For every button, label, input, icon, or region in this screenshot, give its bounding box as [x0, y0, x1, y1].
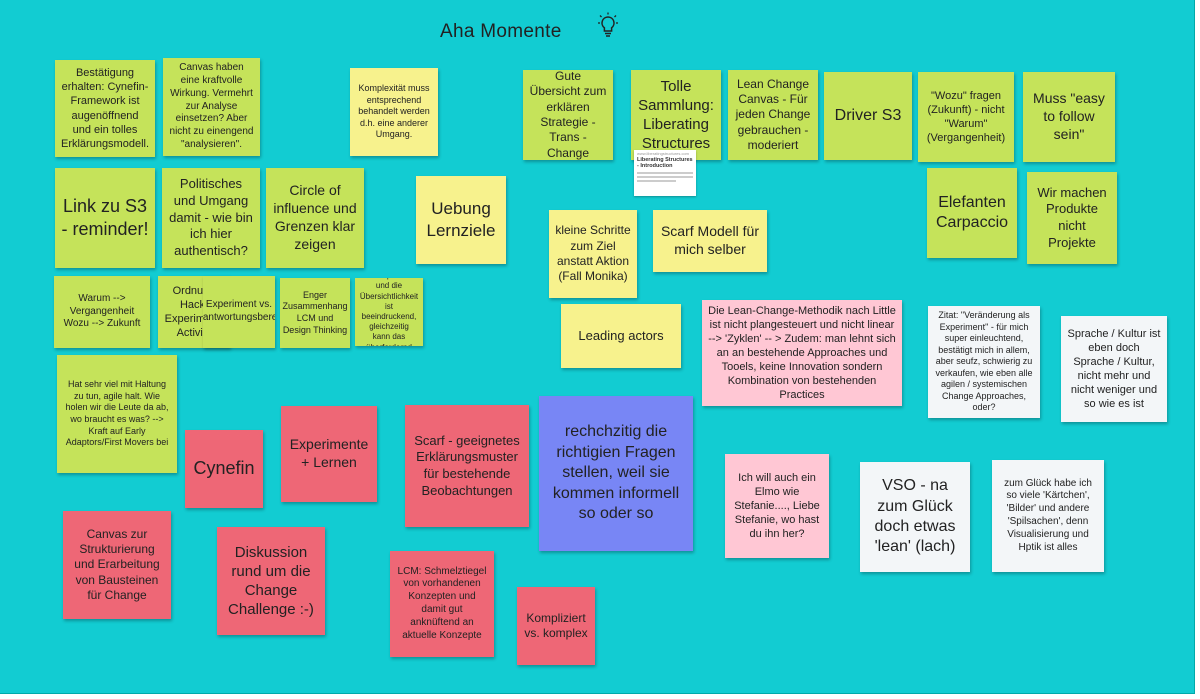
note-text: Leading actors	[578, 327, 664, 343]
link-card-text-placeholder	[637, 171, 693, 174]
sticky-note[interactable]: Kompliziert vs. komplex	[517, 587, 595, 665]
sticky-note[interactable]: Lean Change Canvas - Für jeden Change ge…	[728, 70, 818, 160]
link-card-site: www.liberatingstructures.com	[637, 151, 690, 156]
sticky-note[interactable]: Gute Übersicht zum erklären Strategie - …	[523, 70, 613, 160]
note-text: LCM: Schmelztiegel von vorhandenen Konze…	[397, 565, 487, 641]
note-text: Driver S3	[834, 106, 902, 124]
sticky-note[interactable]: kleine Schritte zum Ziel anstatt Aktion …	[549, 210, 637, 298]
sticky-note[interactable]: Scarf Modell für mich selber	[653, 210, 767, 272]
sticky-note[interactable]: Warum --> Vergangenheit Wozu --> Zukunft	[54, 276, 150, 348]
note-text: Zitat: "Veränderung als Experiment" - fü…	[935, 310, 1033, 413]
sticky-note[interactable]: Politisches und Umgang damit - wie bin i…	[162, 168, 260, 268]
sticky-note[interactable]: Scarf - geeignetes Erklärungsmuster für …	[405, 405, 529, 527]
sticky-note[interactable]: Enger Zusammenhang LCM und Design Thinki…	[280, 278, 350, 348]
note-text: Experimente + Lernen	[289, 436, 369, 470]
note-text: "Wozu" fragen (Zukunft) - nicht "Warum" …	[926, 89, 1006, 145]
sticky-note[interactable]: Canvas zur Strukturierung und Erarbeitun…	[63, 511, 171, 619]
sticky-note[interactable]: Elefanten Carpaccio	[927, 168, 1017, 258]
sticky-note[interactable]: zum Glück habe ich so viele 'Kärtchen', …	[992, 460, 1104, 572]
sticky-note[interactable]: Muss "easy to follow sein"	[1023, 72, 1115, 162]
note-text: Muss "easy to follow sein"	[1033, 90, 1105, 142]
note-text: Hat sehr viel mit Haltung zu tun, agile …	[65, 379, 169, 448]
note-text: Link zu S3 - reminder!	[61, 195, 149, 239]
sticky-note[interactable]: Die hohe Transparenz und die Übersichtli…	[355, 278, 423, 346]
sticky-note[interactable]: Komplexität muss entsprechend behandelt …	[350, 68, 438, 156]
sticky-note[interactable]: Sprache / Kultur ist eben doch Sprache /…	[1061, 316, 1167, 422]
sticky-note[interactable]: Tolle Sammlung: Liberating Structures	[631, 70, 721, 160]
sticky-note[interactable]: Wir machen Produkte nicht Projekte	[1027, 172, 1117, 264]
link-card-text-placeholder	[637, 179, 677, 182]
note-text: Politisches und Umgang damit - wie bin i…	[169, 176, 253, 258]
sticky-note[interactable]: Leading actors	[561, 304, 681, 368]
sticky-note[interactable]: VSO - na zum Glück doch etwas 'lean' (la…	[860, 462, 970, 572]
sticky-note[interactable]: Ich will auch ein Elmo wie Stefanie....,…	[725, 454, 829, 558]
sticky-note[interactable]: Cynefin	[185, 430, 263, 508]
note-text: VSO - na zum Glück doch etwas 'lean' (la…	[874, 477, 956, 556]
note-text: Canvas zur Strukturierung und Erarbeitun…	[74, 526, 160, 603]
note-text: Kompliziert vs. komplex	[524, 610, 588, 640]
note-text: Die hohe Transparenz und die Übersichtli…	[359, 278, 419, 346]
note-text: Uebung Lernziele	[426, 199, 496, 240]
note-text: Lean Change Canvas - Für jeden Change ge…	[735, 76, 811, 153]
note-text: Komplexität muss entsprechend behandelt …	[358, 83, 430, 140]
sticky-note[interactable]: Canvas haben eine kraftvolle Wirkung. Ve…	[163, 58, 260, 156]
note-text: Canvas haben eine kraftvolle Wirkung. Ve…	[169, 62, 254, 150]
note-text: rechchzitig die richtigien Fragen stelle…	[552, 423, 680, 523]
note-text: Scarf Modell für mich selber	[660, 223, 760, 257]
sticky-note[interactable]: "Wozu" fragen (Zukunft) - nicht "Warum" …	[918, 72, 1014, 162]
sticky-note[interactable]: Die Lean-Change-Methodik nach Little ist…	[702, 300, 902, 406]
sticky-note[interactable]: Hat sehr viel mit Haltung zu tun, agile …	[57, 355, 177, 473]
note-text: zum Glück habe ich so viele 'Kärtchen', …	[1004, 477, 1092, 553]
lightbulb-icon	[598, 12, 618, 37]
link-card-text-placeholder	[637, 175, 693, 178]
note-text: kleine Schritte zum Ziel anstatt Aktion …	[555, 223, 631, 284]
note-text: Gute Übersicht zum erklären Strategie - …	[529, 70, 607, 160]
sticky-note[interactable]: Driver S3	[824, 72, 912, 160]
sticky-note[interactable]: Uebung Lernziele	[416, 176, 506, 264]
sticky-note[interactable]: Bestätigung erhalten: Cynefin-Framework …	[55, 60, 155, 157]
link-card-title: Liberating Structures - Introduction	[637, 156, 693, 170]
sticky-note[interactable]: Diskussion rund um die Change Challenge …	[217, 527, 325, 635]
sticky-note[interactable]: Experiment vs. Verantwortungsbereich	[203, 276, 275, 348]
link-preview-card[interactable]: www.liberatingstructures.com Liberating …	[634, 150, 696, 196]
sticky-note[interactable]: Link zu S3 - reminder!	[55, 168, 155, 268]
note-text: Wir machen Produkte nicht Projekte	[1037, 184, 1107, 250]
sticky-note[interactable]: Zitat: "Veränderung als Experiment" - fü…	[928, 306, 1040, 418]
sticky-note[interactable]: Circle of influence und Grenzen klar zei…	[266, 168, 364, 268]
note-text: Elefanten Carpaccio	[935, 193, 1009, 231]
sticky-note[interactable]: Experimente + Lernen	[281, 406, 377, 502]
sticky-note[interactable]: LCM: Schmelztiegel von vorhandenen Konze…	[390, 551, 494, 657]
note-text: Sprache / Kultur ist eben doch Sprache /…	[1067, 327, 1161, 411]
note-text: Diskussion rund um die Change Challenge …	[228, 543, 314, 619]
board-title: Aha Momente	[440, 21, 562, 42]
note-text: Cynefin	[193, 458, 255, 479]
note-text: Circle of influence und Grenzen klar zei…	[273, 182, 357, 252]
note-text: Ich will auch ein Elmo wie Stefanie....,…	[734, 471, 820, 541]
note-text: Die Lean-Change-Methodik nach Little ist…	[708, 304, 896, 402]
note-text: Bestätigung erhalten: Cynefin-Framework …	[60, 67, 150, 150]
note-text: Warum --> Vergangenheit Wozu --> Zukunft	[63, 292, 141, 330]
note-text: Tolle Sammlung: Liberating Structures	[638, 77, 714, 153]
note-text: Experiment vs. Verantwortungsbereich	[203, 299, 275, 323]
note-text: Scarf - geeignetes Erklärungsmuster für …	[414, 432, 520, 498]
note-text: Enger Zusammenhang LCM und Design Thinki…	[282, 289, 348, 335]
sticky-note[interactable]: rechchzitig die richtigien Fragen stelle…	[539, 396, 693, 551]
